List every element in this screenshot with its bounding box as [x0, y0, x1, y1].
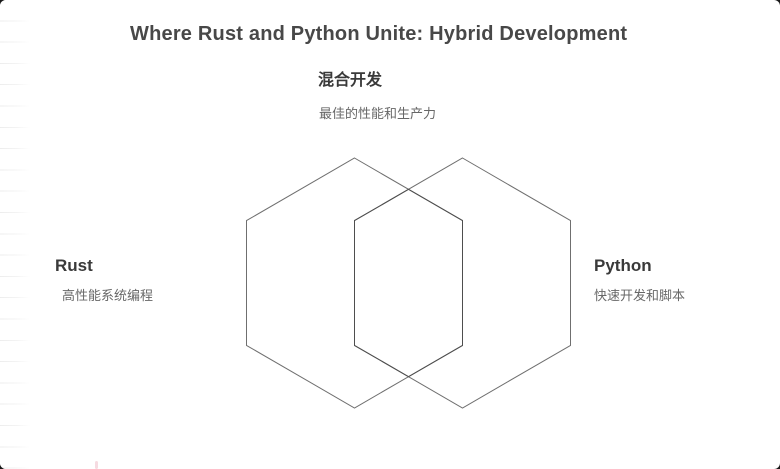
python-subtitle: 快速开发和脚本 [594, 288, 686, 303]
rust-label: Rust 高性能系统编程 [55, 256, 153, 303]
left-edge-ruled-lines [0, 0, 30, 469]
intersection-hexagon [354, 188, 463, 378]
intersection-subtitle: 最佳的性能和生产力 [319, 106, 437, 121]
page-title: Where Rust and Python Unite: Hybrid Deve… [130, 23, 628, 45]
intersection-label: 混合开发 最佳的性能和生产力 [318, 71, 436, 121]
python-label: Python 快速开发和脚本 [594, 256, 685, 303]
intersection-title: 混合开发 [318, 72, 383, 89]
python-title: Python [594, 256, 652, 275]
rust-title: Rust [55, 256, 93, 275]
rust-subtitle: 高性能系统编程 [62, 288, 154, 303]
stray-pink-mark [95, 461, 98, 469]
